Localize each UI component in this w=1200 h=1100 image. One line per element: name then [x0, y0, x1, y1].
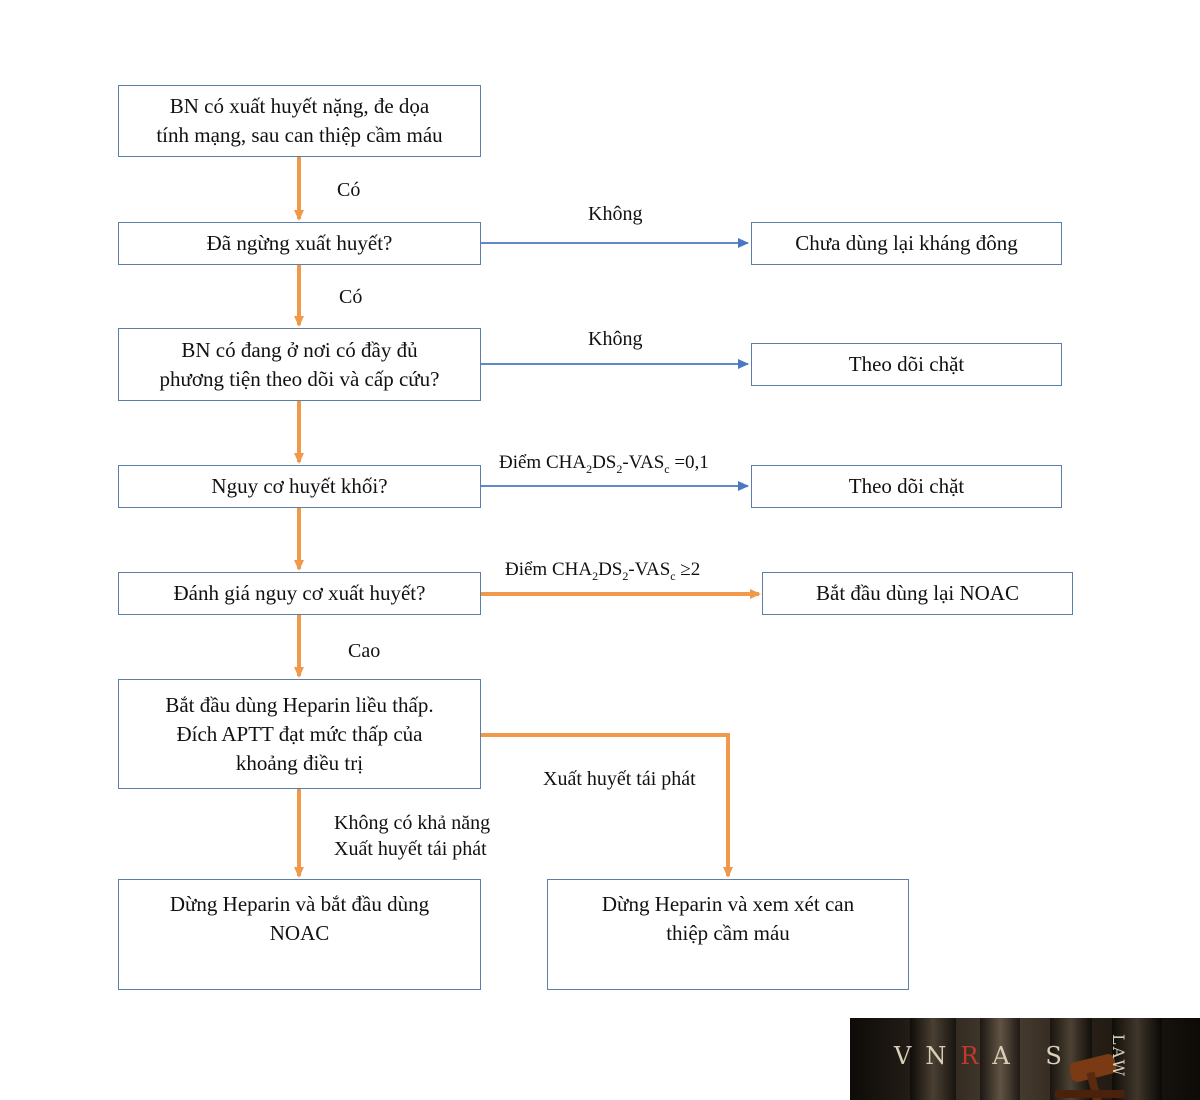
label-no-1: Không [588, 203, 643, 225]
logo-law: LAW [1109, 1034, 1128, 1078]
box-monitor-2-text: Theo dõi chặt [848, 474, 965, 498]
box-bleeding-risk: Đánh giá nguy cơ xuất huyết? [118, 572, 481, 615]
label-no-2: Không [588, 328, 643, 350]
label-yes-2: Có [339, 286, 363, 308]
box-bleeding-stopped: Đã ngừng xuất huyết? [118, 222, 481, 265]
box-stop-heparin-hemostasis-text: Dừng Heparin và xem xét can thiệp cầm má… [601, 892, 855, 945]
box-adequate-facility-text: BN có đang ở nơi có đầy đủ phương tiện t… [159, 337, 440, 391]
label-rebleed: Xuất huyết tái phát [543, 768, 696, 790]
box-thrombosis-risk-text: Nguy cơ huyết khối? [211, 474, 388, 498]
box-adequate-facility: BN có đang ở nơi có đầy đủ phương tiện t… [118, 328, 481, 401]
box-no-anticoag: Chưa dùng lại kháng đông [751, 222, 1062, 265]
label-score-high: Điểm CHA2DS2-VASc ≥2 [505, 559, 701, 583]
box-severe-bleeding: BN có xuất huyết nặng, đe dọa tính mạng,… [118, 85, 481, 157]
box-start-noac: Bắt đầu dùng lại NOAC [762, 572, 1073, 615]
box-monitor-1-text: Theo dõi chặt [848, 352, 965, 376]
vnras-law-logo: VNRA S LAW [850, 1018, 1200, 1100]
box-severe-bleeding-text: BN có xuất huyết nặng, đe dọa tính mạng,… [156, 94, 443, 147]
box-stop-heparin-hemostasis: Dừng Heparin và xem xét can thiệp cầm má… [547, 879, 909, 990]
box-stop-heparin-noac: Dừng Heparin và bắt đầu dùng NOAC [118, 879, 481, 990]
arrow-heparin-to-hemostasis [481, 733, 733, 878]
box-bleeding-stopped-text: Đã ngừng xuất huyết? [206, 231, 393, 255]
label-high: Cao [348, 640, 381, 662]
label-yes-1: Có [337, 179, 361, 201]
label-no-rebleed: Không có khả năng Xuất huyết tái phát [334, 812, 491, 860]
box-monitor-1: Theo dõi chặt [751, 343, 1062, 386]
gavel-icon [1055, 1054, 1125, 1100]
box-thrombosis-risk: Nguy cơ huyết khối? [118, 465, 481, 508]
box-monitor-2: Theo dõi chặt [751, 465, 1062, 508]
box-heparin-low-text: Bắt đầu dùng Heparin liều thấp. Đích APT… [165, 692, 434, 775]
box-heparin-low: Bắt đầu dùng Heparin liều thấp. Đích APT… [118, 679, 481, 789]
box-stop-heparin-noac-text: Dừng Heparin và bắt đầu dùng NOAC [169, 892, 430, 945]
logo-letters: VNRA S [894, 1042, 1076, 1070]
label-score-low: Điểm CHA2DS2-VASc =0,1 [499, 452, 709, 476]
box-no-anticoag-text: Chưa dùng lại kháng đông [795, 231, 1018, 255]
box-start-noac-text: Bắt đầu dùng lại NOAC [816, 581, 1019, 605]
box-bleeding-risk-text: Đánh giá nguy cơ xuất huyết? [173, 581, 426, 605]
